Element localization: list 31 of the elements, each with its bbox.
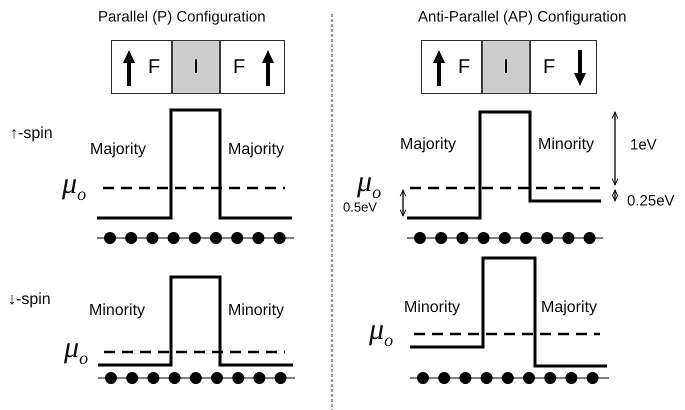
panel-title: Anti-Parallel (AP) Configuration (418, 10, 626, 24)
band-label: Majority (228, 142, 284, 158)
panel-title: Parallel (P) Configuration (98, 10, 266, 24)
energy-value: 1eV (630, 138, 657, 152)
ferromagnet-layer (220, 40, 285, 94)
layer-label: F (458, 56, 470, 79)
layer-label: F (233, 56, 246, 79)
energy-value: 0.25eV (627, 194, 675, 208)
band-label: Minority (538, 137, 594, 153)
ferromagnet-layer (111, 40, 172, 94)
band-label: Majority (400, 137, 456, 153)
insulator-layer (172, 40, 220, 94)
spin-label: ↑-spin (10, 126, 53, 142)
band-label: Minority (228, 303, 284, 319)
layer-label: I (502, 56, 510, 79)
layer-label: I (192, 56, 200, 79)
layer-label: F (543, 56, 556, 79)
ferromagnet-layer (421, 40, 482, 94)
spin-label: ↓-spin (8, 292, 51, 308)
energy-value: 0.5eV (343, 200, 377, 214)
band-label: Majority (541, 300, 598, 316)
chemical-potential-symbol: μ$_{o}$ (369, 315, 394, 349)
band-label: Minority (404, 300, 460, 316)
band-label: Majority (90, 142, 146, 158)
band-label: Minority (89, 303, 146, 319)
layer-label: F (148, 56, 160, 79)
chemical-potential-symbol: μ$_{o}$ (62, 169, 86, 203)
chemical-potential-symbol: μ$_{o}$ (357, 167, 382, 201)
ferromagnet-layer (530, 40, 597, 94)
chemical-potential-symbol: μ$_{o}$ (64, 333, 88, 367)
insulator-layer (482, 40, 530, 94)
